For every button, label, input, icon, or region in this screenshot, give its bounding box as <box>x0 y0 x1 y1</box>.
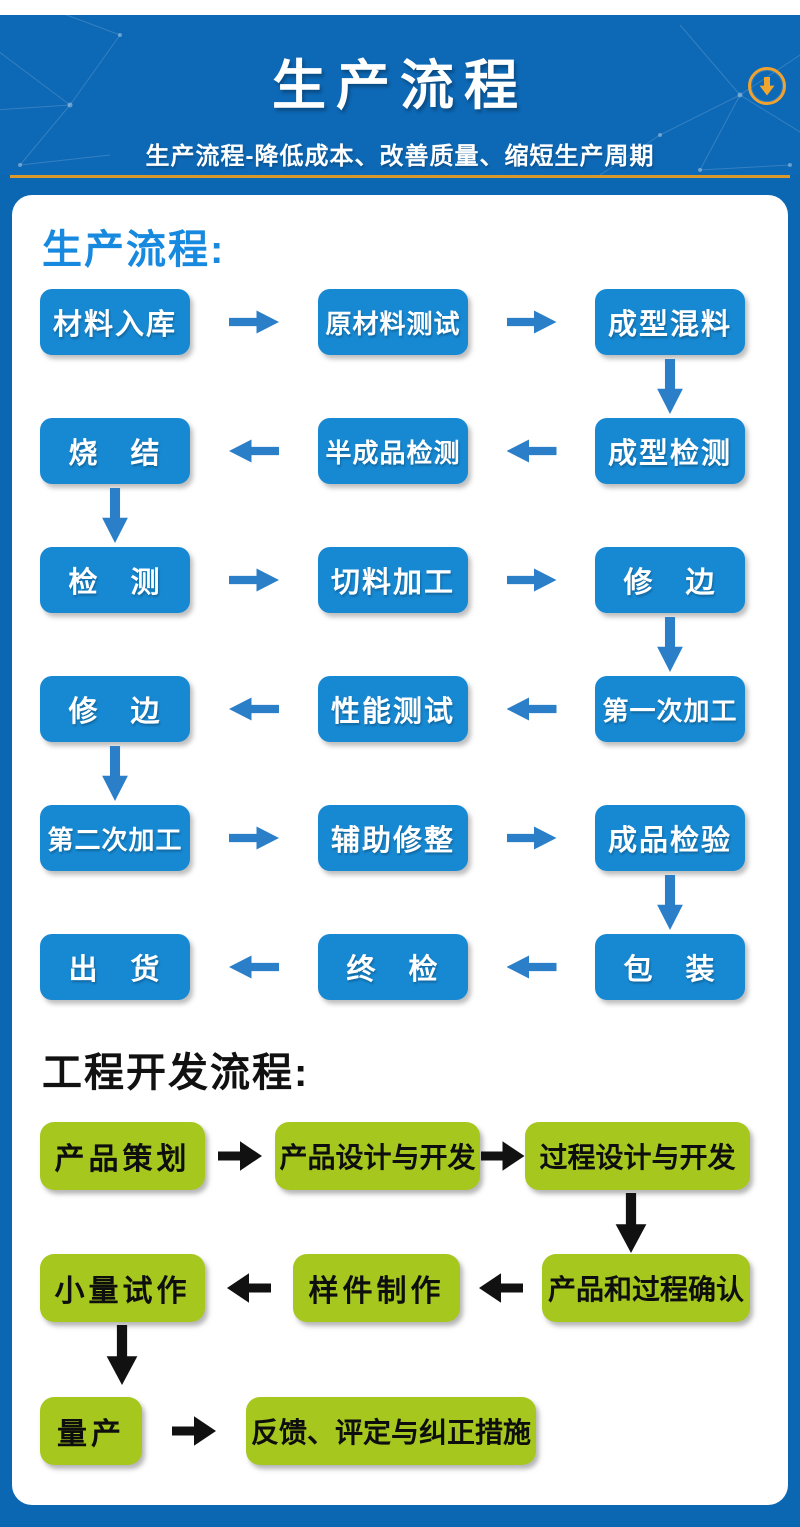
dev-step: 产品策划 <box>40 1122 205 1190</box>
page-title: 生产流程 <box>272 56 528 116</box>
arrow-right-icon <box>506 826 557 850</box>
engineering-flow-heading: 工程开发流程: <box>42 1051 310 1095</box>
flow-step: 第一次加工 <box>595 676 745 742</box>
arrow-left-icon <box>506 697 557 721</box>
flow-step: 切料加工 <box>318 547 468 613</box>
dev-flow-connector <box>40 1190 750 1254</box>
flow-row-2: 烧 结 半成品检测 成型检测 <box>40 418 745 484</box>
arrow-left-icon <box>506 955 557 979</box>
flow-step: 成型混料 <box>595 289 745 355</box>
dev-step: 小量试作 <box>40 1254 205 1322</box>
flow-step: 修 边 <box>40 676 190 742</box>
top-white-strip <box>0 0 800 15</box>
arrow-left-icon <box>479 1272 523 1304</box>
arrow-right-icon <box>172 1416 216 1446</box>
flow-step: 材料入库 <box>40 289 190 355</box>
flow-step: 成型检测 <box>595 418 745 484</box>
flow-step: 原材料测试 <box>318 289 468 355</box>
arrow-down-icon <box>102 746 128 801</box>
flow-row-3: 检 测 切料加工 修 边 <box>40 547 745 613</box>
flow-step: 修 边 <box>595 547 745 613</box>
flow-connector <box>40 355 745 418</box>
arrow-right-icon <box>229 310 279 334</box>
flow-row-5: 第二次加工 辅助修整 成品检验 <box>40 805 745 871</box>
network-pattern-decoration <box>0 15 800 175</box>
page-subtitle: 生产流程-降低成本、改善质量、缩短生产周期 <box>145 143 655 170</box>
arrow-down-icon <box>106 1325 138 1385</box>
arrow-down-icon <box>657 617 683 672</box>
flow-step: 成品检验 <box>595 805 745 871</box>
flow-step: 烧 结 <box>40 418 190 484</box>
down-arrow-icon <box>759 76 775 96</box>
dev-step: 样件制作 <box>293 1254 460 1322</box>
arrow-right-icon <box>229 826 279 850</box>
flow-step: 出 货 <box>40 934 190 1000</box>
arrow-down-icon <box>657 359 683 414</box>
arrow-left-icon <box>229 697 279 721</box>
dev-step: 反馈、评定与纠正措施 <box>246 1397 536 1465</box>
dev-step: 产品设计与开发 <box>275 1122 480 1190</box>
arrow-left-icon <box>229 955 279 979</box>
flow-step: 辅助修整 <box>318 805 468 871</box>
dev-flow-row-3: 量产 反馈、评定与纠正措施 <box>40 1397 750 1465</box>
download-circle-icon[interactable] <box>748 67 786 105</box>
production-flow-heading: 生产流程: <box>42 228 226 272</box>
arrow-right-icon <box>480 1141 525 1171</box>
dev-flow-row-1: 产品策划 产品设计与开发 过程设计与开发 <box>40 1122 750 1190</box>
dev-flow-connector <box>40 1322 750 1397</box>
arrow-down-icon <box>615 1193 647 1253</box>
arrow-right-icon <box>506 310 557 334</box>
arrow-left-icon <box>506 439 557 463</box>
dev-flow-row-2: 小量试作 样件制作 产品和过程确认 <box>40 1254 750 1322</box>
flow-row-6: 出 货 终 检 包 装 <box>40 934 745 1000</box>
flow-row-4: 修 边 性能测试 第一次加工 <box>40 676 745 742</box>
flow-step: 性能测试 <box>318 676 468 742</box>
flow-step: 包 装 <box>595 934 745 1000</box>
flow-connector <box>40 871 745 934</box>
flow-connector <box>40 484 745 547</box>
flow-row-1: 材料入库 原材料测试 成型混料 <box>40 289 745 355</box>
flow-connector <box>40 613 745 676</box>
content-card: 生产流程: 材料入库 原材料测试 成型混料 烧 结 半成品检测 成型检测 检 测… <box>12 195 788 1505</box>
flow-step: 终 检 <box>318 934 468 1000</box>
dev-step: 过程设计与开发 <box>525 1122 750 1190</box>
arrow-left-icon <box>229 439 279 463</box>
flow-step: 检 测 <box>40 547 190 613</box>
flow-step: 第二次加工 <box>40 805 190 871</box>
arrow-left-icon <box>227 1272 271 1304</box>
dev-step: 产品和过程确认 <box>542 1254 750 1322</box>
page-header: 生产流程 生产流程-降低成本、改善质量、缩短生产周期 <box>0 15 800 175</box>
gold-divider-line <box>10 175 790 178</box>
arrow-right-icon <box>218 1141 262 1171</box>
flow-connector <box>40 742 745 805</box>
dev-step: 量产 <box>40 1397 142 1465</box>
arrow-down-icon <box>657 875 683 930</box>
arrow-right-icon <box>506 568 557 592</box>
arrow-down-icon <box>102 488 128 543</box>
flow-step: 半成品检测 <box>318 418 468 484</box>
arrow-right-icon <box>229 568 279 592</box>
